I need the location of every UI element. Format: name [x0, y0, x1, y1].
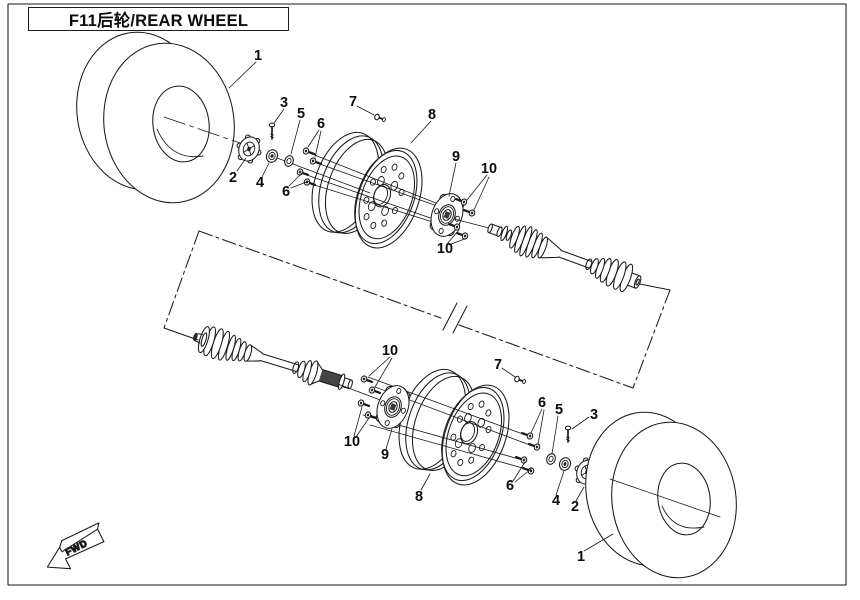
- valve-top: [373, 112, 388, 124]
- bolt6-bottom: [520, 464, 536, 476]
- callout-10: 10: [343, 433, 361, 450]
- drive-shaft-bottom: [193, 326, 353, 390]
- callout-10: 10: [436, 240, 454, 257]
- bolt10-bottom: [359, 374, 375, 386]
- axis-line-top: [163, 116, 241, 144]
- fwd-direction-arrow: FWD: [46, 522, 105, 570]
- callout-5: 5: [554, 401, 564, 418]
- alignment-lines-top: [276, 151, 453, 229]
- callout-2: 2: [570, 498, 580, 515]
- callout-9: 9: [451, 148, 461, 165]
- valve-bottom: [513, 374, 528, 386]
- callout-6: 6: [505, 477, 515, 494]
- callout-4: 4: [551, 492, 561, 509]
- callout-8: 8: [427, 106, 437, 123]
- callout-6: 6: [281, 183, 291, 200]
- callout-1: 1: [576, 548, 586, 565]
- callout-3: 3: [279, 94, 289, 111]
- callout-6: 6: [537, 394, 547, 411]
- nut4-bottom: [557, 455, 573, 473]
- callout-4: 4: [255, 174, 265, 191]
- nut4-top: [264, 147, 280, 165]
- rim-top: [298, 122, 436, 258]
- callout-7: 7: [348, 93, 358, 110]
- rear-wheel-assembly-bottom: [193, 326, 737, 579]
- callout-2: 2: [228, 169, 238, 186]
- bolt6-top: [301, 146, 317, 158]
- callout-1: 1: [253, 47, 263, 64]
- callout-5: 5: [296, 105, 306, 122]
- bolt3-top: [268, 122, 276, 140]
- callout-3: 3: [589, 406, 599, 423]
- bolt6-bottom: [526, 440, 542, 452]
- hubcap-top: [232, 132, 266, 166]
- break-mark: [452, 305, 468, 334]
- bolt10-bottom: [363, 410, 379, 422]
- tire-bottom: [585, 411, 737, 579]
- diagram-title-box: F11后轮/REAR WHEEL: [28, 7, 289, 31]
- callout-7: 7: [493, 356, 503, 373]
- rear-wheel-assembly-top: [76, 31, 642, 293]
- washer5-bottom: [544, 451, 558, 467]
- diagram-title: F11后轮/REAR WHEEL: [68, 12, 249, 30]
- axis-line-bottom: [609, 478, 721, 518]
- bolt10-top: [461, 206, 477, 218]
- callout-6: 6: [316, 115, 326, 132]
- bolt10-bottom: [367, 385, 383, 397]
- callout-10: 10: [480, 160, 498, 177]
- fwd-label: FWD: [64, 538, 90, 558]
- tire-top: [76, 31, 235, 204]
- callout-10: 10: [381, 342, 399, 359]
- bolt6-bottom: [513, 453, 529, 465]
- hub-top: [424, 188, 470, 242]
- axle-envelope-boundary: [163, 230, 671, 389]
- washer5-top: [282, 153, 296, 169]
- break-mark: [442, 302, 458, 331]
- bolt10-bottom: [356, 398, 372, 410]
- bolt3-bottom: [564, 425, 572, 443]
- leader-lines: [228, 61, 614, 552]
- callout-8: 8: [414, 488, 424, 505]
- drive-shaft-top: [487, 223, 642, 293]
- page-border: [7, 3, 847, 586]
- callout-9: 9: [380, 446, 390, 463]
